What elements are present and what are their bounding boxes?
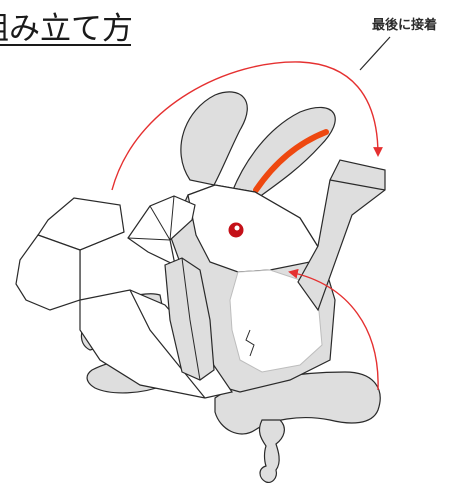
rabbit-face [187, 184, 321, 273]
eye-highlight [234, 225, 240, 231]
glue-arrow-top [111, 61, 383, 191]
body-column-fold [181, 257, 201, 381]
title-underline [0, 44, 131, 46]
page-title: 組み立て方 [0, 11, 133, 47]
inner-ear-line [253, 129, 329, 193]
muzzle-block [127, 195, 196, 267]
front-ear [231, 106, 336, 201]
glue-arrow-bottom [288, 268, 379, 391]
left-box-front [15, 234, 81, 311]
back-ear [180, 91, 248, 186]
glue-last-note: 最後に接着 [372, 18, 438, 33]
muzzle-folds [127, 195, 175, 241]
side-flap-fold [329, 179, 386, 191]
tail-piece [258, 419, 285, 483]
leg-panel-fold [129, 289, 206, 399]
side-flap [297, 159, 386, 312]
chest-fold-mark [245, 329, 255, 357]
note-leader-line [359, 36, 391, 71]
